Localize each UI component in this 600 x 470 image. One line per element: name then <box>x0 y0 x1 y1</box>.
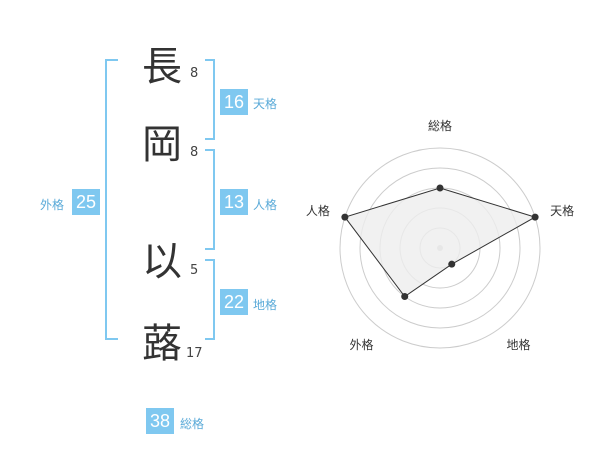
soukaku-value: 38 <box>146 408 174 434</box>
radar-polygon <box>344 187 537 298</box>
radar-axis-label-1: 総格 <box>428 118 452 133</box>
radar-point-1 <box>436 184 444 192</box>
radar-axis-label-2: 天格 <box>550 203 574 218</box>
gaikaku-bracket <box>105 59 118 340</box>
jinkaku-label: 人格 <box>253 198 278 212</box>
name-char-4: 蕗 <box>142 321 182 367</box>
radar-point-5 <box>341 213 349 221</box>
stroke-count-3: 5 <box>190 263 199 278</box>
stroke-count-1: 8 <box>190 66 199 81</box>
name-char-2: 岡 <box>142 122 182 168</box>
name-char-3: 以 <box>142 239 182 285</box>
gaikaku-label: 外格 <box>40 198 65 212</box>
soukaku-label: 総格 <box>180 417 205 431</box>
radar-shape <box>341 184 539 301</box>
radar-point-4 <box>401 293 409 301</box>
jinkaku-value: 13 <box>220 189 248 215</box>
chikaku-value: 22 <box>220 289 248 315</box>
tenkaku-bracket <box>205 59 215 140</box>
radar-point-3 <box>448 260 456 268</box>
radar-axis-label-4: 外格 <box>349 337 373 352</box>
chikaku-bracket <box>205 259 215 340</box>
tenkaku-label: 天格 <box>253 97 278 111</box>
chikaku-label: 地格 <box>253 298 278 312</box>
radar-ring <box>359 167 521 329</box>
radar-axis-label-5: 人格 <box>306 203 330 218</box>
stroke-count-4: 17 <box>186 346 203 361</box>
radar-point-2 <box>531 213 539 221</box>
tenkaku-value: 16 <box>220 89 248 115</box>
gaikaku-value: 25 <box>72 189 100 215</box>
jinkaku-bracket <box>205 149 215 250</box>
radar-axis-label-3: 地格 <box>507 337 531 352</box>
name-char-1: 長 <box>142 44 182 90</box>
stroke-count-2: 8 <box>190 145 199 160</box>
